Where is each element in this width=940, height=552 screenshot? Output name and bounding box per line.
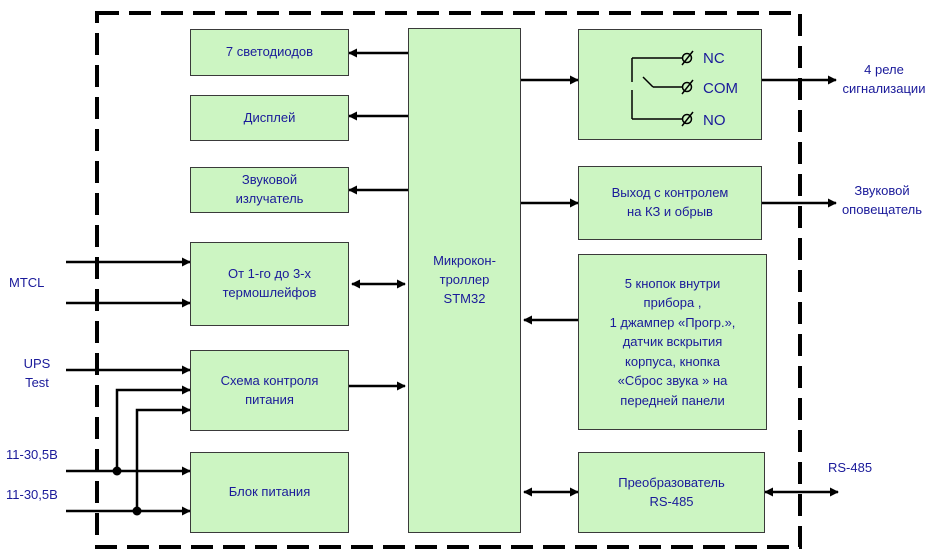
block-display: Дисплей <box>190 95 349 141</box>
label-power-in-2: 11-30,5В <box>6 487 58 502</box>
relay-no-label: NO <box>703 112 726 129</box>
block-psu: Блок питания <box>190 452 349 533</box>
block-relay: NC COM NO <box>578 29 762 140</box>
block-leds: 7 светодиодов <box>190 29 349 76</box>
block-buttons: 5 кнопок внутри прибора , 1 джампер «Про… <box>578 254 767 430</box>
relay-nc-label: NC <box>703 50 725 67</box>
arrow-power1-to-monitor <box>115 385 191 471</box>
label-relays: 4 реле сигнализации <box>842 62 926 96</box>
block-power-monitor: Схема контроля питания <box>190 350 349 431</box>
label-siren: Звуковой оповещатель <box>841 183 923 217</box>
relay-com-label: COM <box>703 80 738 97</box>
block-mcu: Микрокон- троллер STM32 <box>408 28 521 533</box>
block-loops: От 1-го до 3-х термошлейфов <box>190 242 349 326</box>
block-rs485-converter: Преобразователь RS-485 <box>578 452 765 533</box>
label-ups-test: UPS Test <box>23 356 51 390</box>
label-rs485: RS-485 <box>828 460 873 475</box>
block-buzzer: Звуковой излучатель <box>190 167 349 213</box>
label-power-in-1: 11-30,5В <box>6 447 58 462</box>
block-siren-output: Выход с контролем на КЗ и обрыв <box>578 166 762 240</box>
device-boundary <box>95 11 802 549</box>
junction-dot-1 <box>112 466 122 476</box>
relay-contact-symbol <box>631 50 694 127</box>
label-mtcl: MTCL <box>9 275 45 290</box>
arrow-power2-to-monitor <box>135 405 191 511</box>
junction-dot-2 <box>132 506 142 516</box>
